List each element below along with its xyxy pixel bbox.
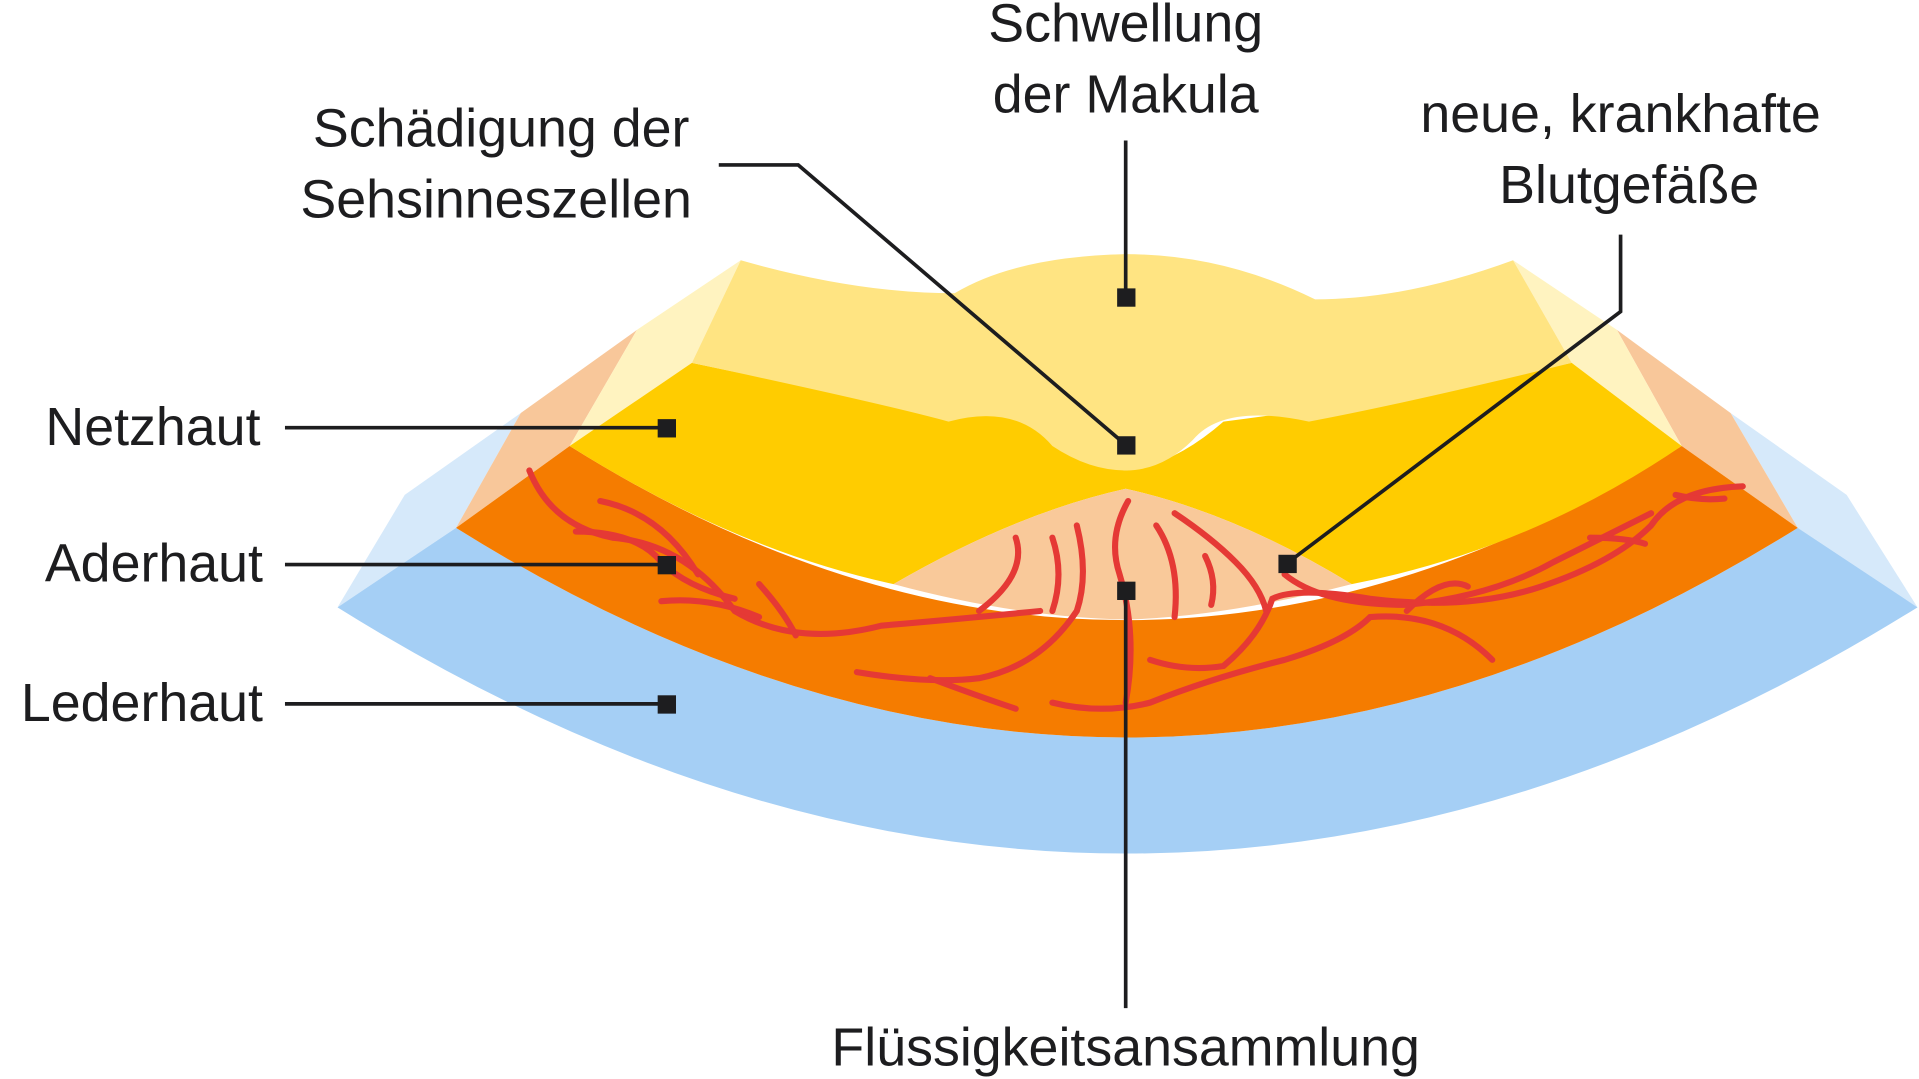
marker-netzhaut xyxy=(657,419,677,438)
choroid-layer xyxy=(456,446,1798,738)
retina-side-right xyxy=(1513,260,1682,447)
label-schaedigung-2: Sehsinneszellen xyxy=(300,170,691,230)
retina-layer xyxy=(569,362,1682,585)
marker-lederhaut xyxy=(657,695,677,714)
marker-blutgefaesse xyxy=(1278,554,1297,574)
label-netzhaut: Netzhaut xyxy=(45,397,260,457)
marker-schaedigung xyxy=(1117,436,1136,455)
label-fluessigkeit: Flüssigkeitsansammlung xyxy=(831,1018,1420,1078)
choroid-side-right xyxy=(1616,329,1798,528)
marker-fluessigkeit xyxy=(1117,581,1136,600)
sclera-layer xyxy=(337,527,1918,854)
marker-schwellung xyxy=(1117,288,1136,307)
label-aderhaut: Aderhaut xyxy=(45,534,263,594)
marker-aderhaut xyxy=(657,555,677,575)
label-schwellung-1: Schwellung xyxy=(988,0,1263,54)
label-schaedigung-1: Schädigung der xyxy=(313,99,690,159)
sclera-side-left xyxy=(337,413,521,608)
macula-swelling xyxy=(691,254,1572,471)
retina-side-left xyxy=(569,260,741,447)
label-lederhaut: Lederhaut xyxy=(21,673,263,733)
label-blutgefaesse-1: neue, krankhafte xyxy=(1420,84,1820,144)
leader-blutgefaesse xyxy=(1285,234,1623,565)
leader-schaedigung xyxy=(718,163,1127,447)
label-schwellung-2: der Makula xyxy=(993,64,1259,124)
sclera-side-right xyxy=(1730,413,1918,608)
label-blutgefaesse-2: Blutgefäße xyxy=(1499,155,1759,215)
